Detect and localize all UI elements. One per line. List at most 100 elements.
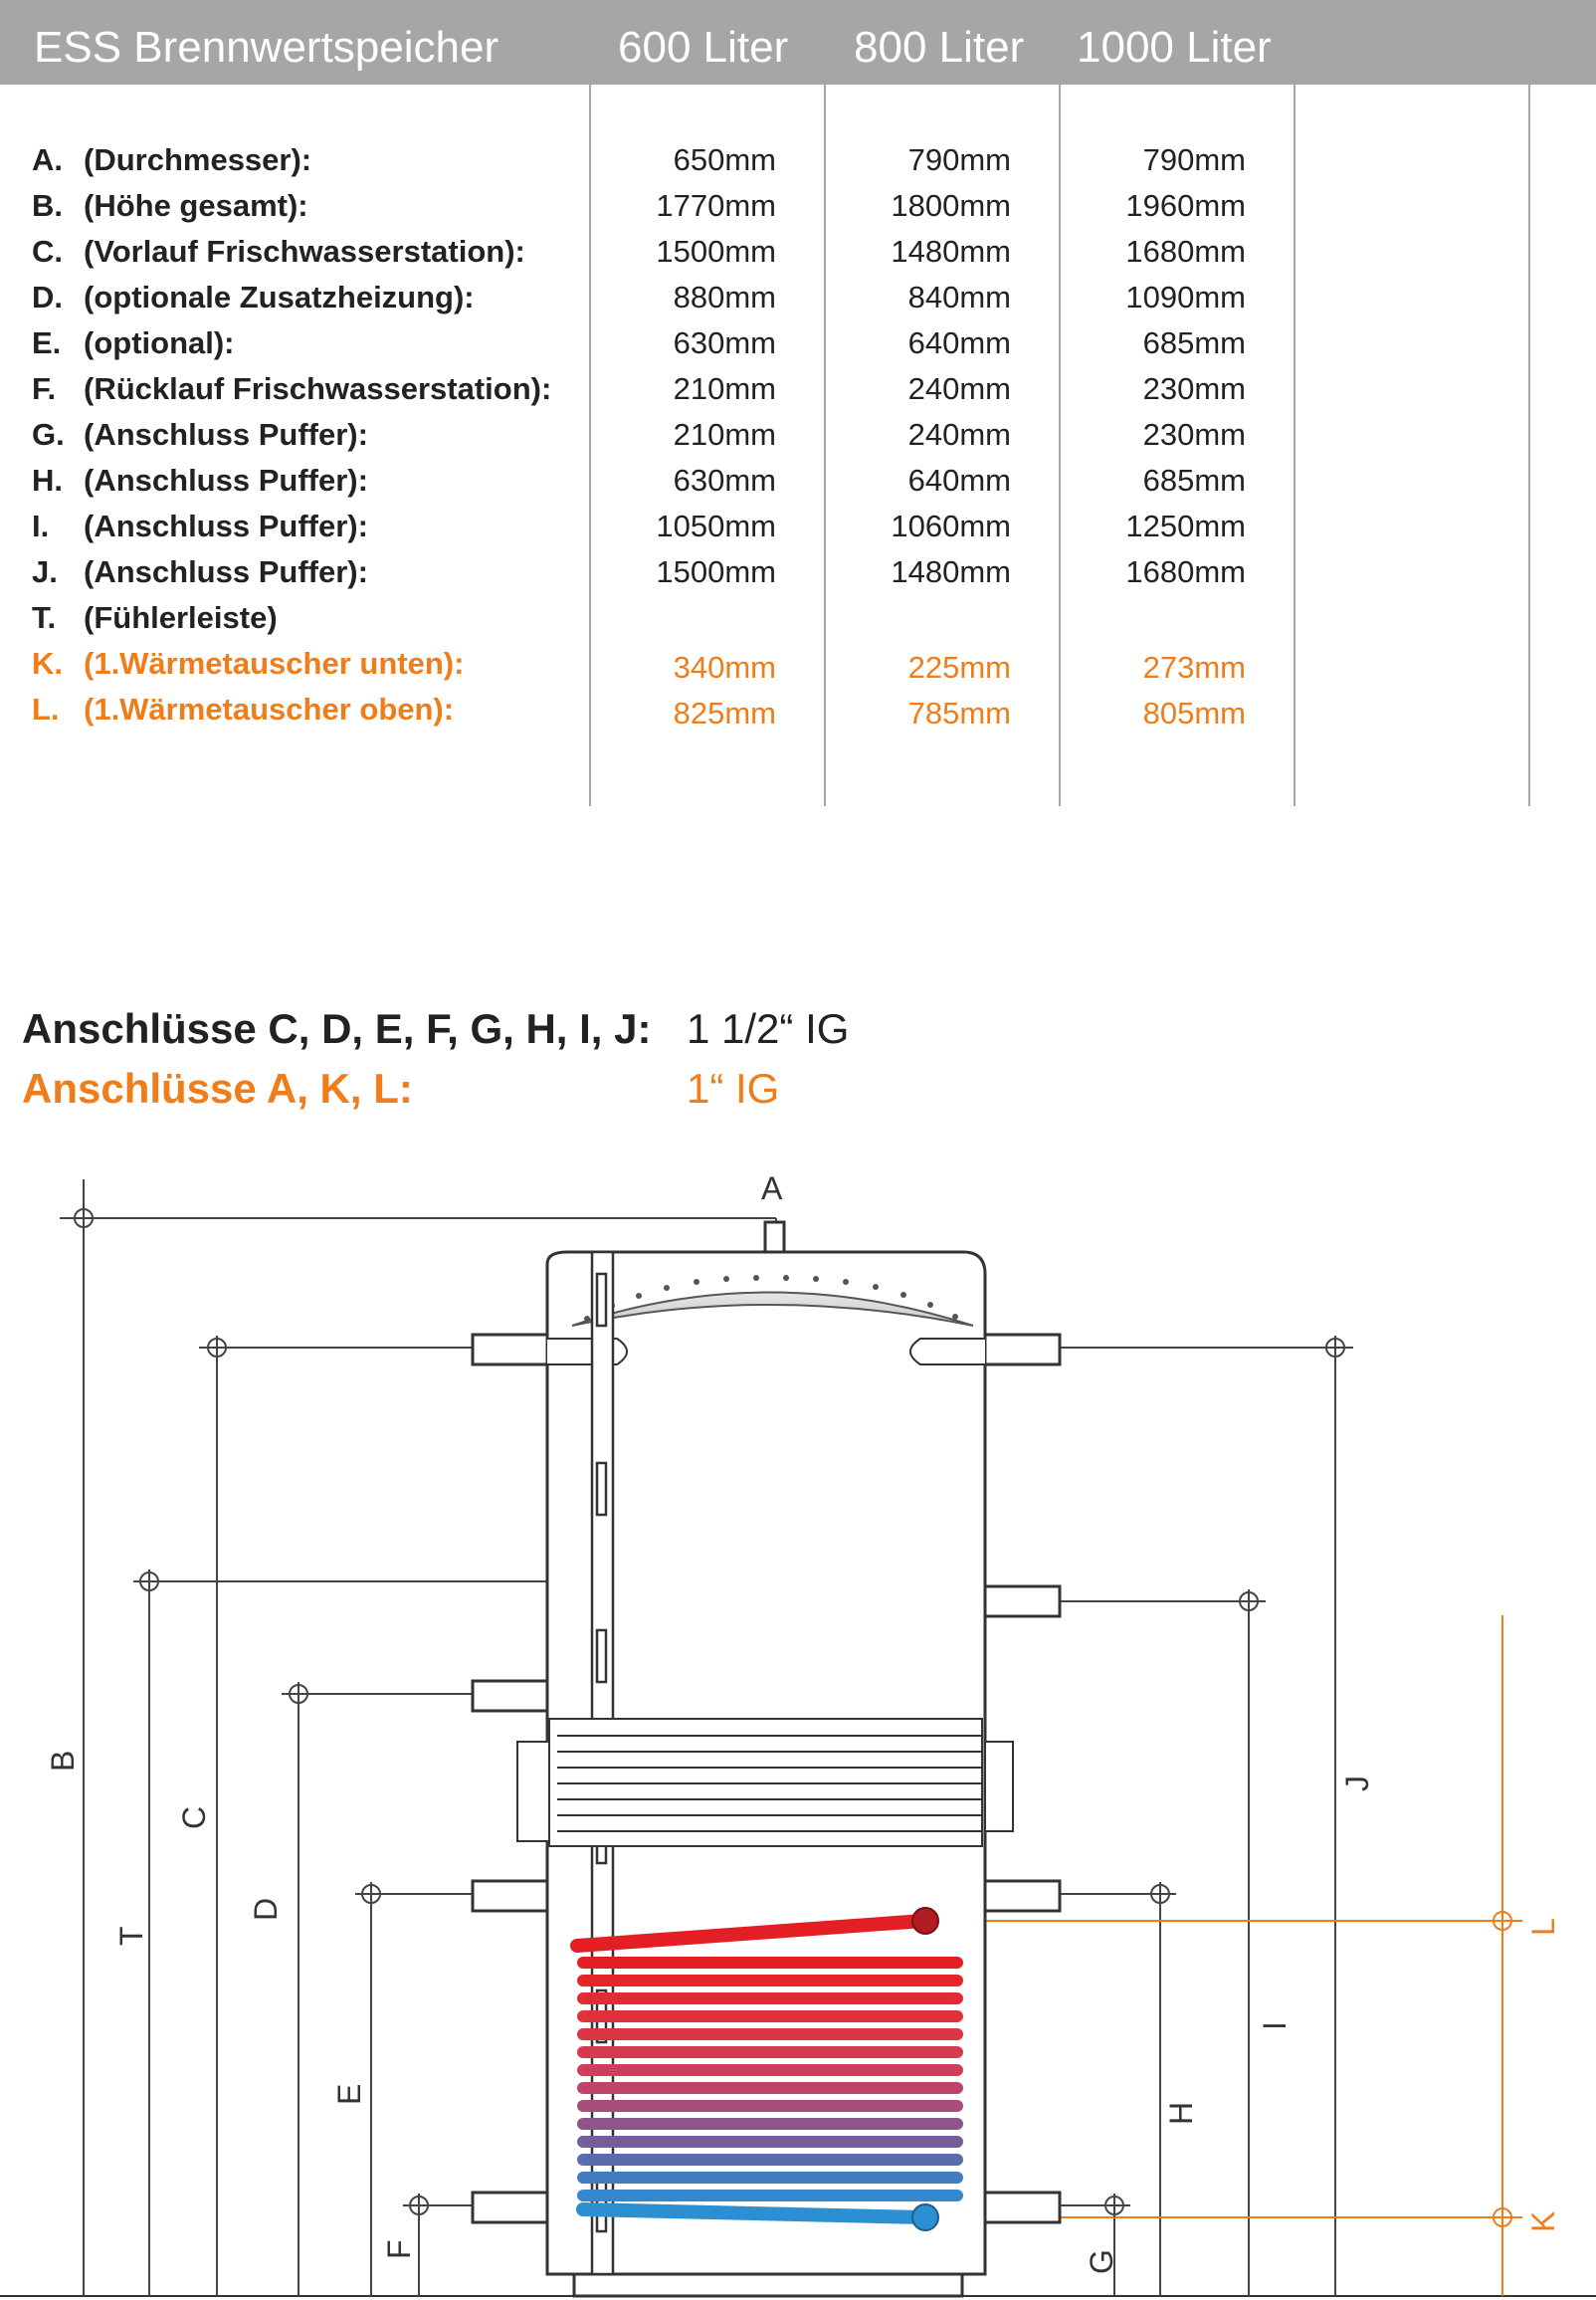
label-c: C [176,1806,212,1829]
value-1000: 685mm [1142,463,1246,498]
column-divider [1294,0,1296,806]
tank-dimension-drawing: A B T C D E F G H I J L K [0,1170,1596,2298]
row-label: (Anschluss Puffer): [84,417,368,452]
tank-dome [571,1291,974,1327]
connections-value-main: 1 1/2“ IG [687,1005,850,1052]
coil-dimension-markers [1491,1909,1514,2229]
row-label: (Höhe gesamt): [84,188,308,223]
table-row: K. (1.Wärmetauscher unten): 340mm 225mm 273m… [0,646,1294,692]
row-letter: H. [32,463,63,498]
label-l: L [1525,1918,1561,1936]
table-row: B. (Höhe gesamt): 1770mm 1800mm 1960mm [0,188,1294,234]
value-800: 840mm [907,280,1011,314]
value-600: 1500mm [656,554,776,589]
label-b: B [45,1751,81,1772]
row-letter: I. [32,509,50,543]
dimension-markers [72,1206,1347,2217]
value-1000: 273mm [1142,650,1246,685]
row-letter: K. [32,646,63,681]
row-letter: G. [32,417,65,452]
row-letter: D. [32,280,63,314]
value-800: 640mm [907,463,1011,498]
value-1000: 685mm [1142,325,1246,360]
connections-label-main: Anschlüsse C, D, E, F, G, H, I, J: [22,1005,652,1052]
value-600: 630mm [673,325,776,360]
value-800: 1800mm [891,188,1011,223]
row-label: (Durchmesser): [84,142,312,177]
value-600: 1770mm [656,188,776,223]
table-row: T. (Fühlerleiste) [0,600,1294,646]
coil-inlet-hot [911,1907,939,1935]
label-f: F [381,2239,417,2259]
value-600: 650mm [673,142,776,177]
row-letter: C. [32,234,63,269]
row-label: (Anschluss Puffer): [84,509,368,543]
value-1000: 230mm [1142,371,1246,406]
column-divider [1059,0,1061,806]
header-1000-liter: 1000 Liter [1077,23,1272,72]
label-d: D [248,1898,284,1921]
label-g: G [1084,2249,1119,2274]
label-h: H [1163,2102,1199,2125]
value-1000: 790mm [1142,142,1246,177]
value-800: 225mm [907,650,1011,685]
row-letter: L. [32,692,60,727]
value-1000: 1680mm [1125,554,1246,589]
row-letter: T. [32,600,57,635]
value-600: 210mm [673,417,776,452]
value-600: 1500mm [656,234,776,269]
value-800: 1480mm [891,554,1011,589]
aux-heater [516,1718,1014,1847]
dome-bolts [584,1275,958,1322]
label-t: T [113,1926,149,1946]
value-600: 210mm [673,371,776,406]
row-label: (1.Wärmetauscher oben): [84,692,455,727]
column-divider [589,0,591,806]
label-i: I [1257,2021,1293,2030]
row-letter: B. [32,188,63,223]
value-1000: 1090mm [1125,280,1246,314]
value-800: 640mm [907,325,1011,360]
row-letter: A. [32,142,63,177]
value-600: 340mm [673,650,776,685]
connections-label-accent: Anschlüsse A, K, L: [22,1065,413,1112]
table-row: C. (Vorlauf Frischwasserstation): 1500mm 14… [0,234,1294,280]
table-row: G. (Anschluss Puffer): 210mm 240mm 230mm [0,417,1294,463]
row-label: (optional): [84,325,235,360]
value-800: 240mm [907,371,1011,406]
coil-outlet-cold [911,2203,939,2231]
row-letter: J. [32,554,58,589]
connections-value-accent: 1“ IG [687,1065,780,1112]
header-title: ESS Brennwertspeicher [34,23,499,72]
value-800: 1480mm [891,234,1011,269]
inlet-pipe-right [909,1338,985,1365]
header-600-liter: 600 Liter [618,23,789,72]
value-1000: 1250mm [1125,509,1246,543]
label-e: E [331,2084,367,2105]
value-1000: 230mm [1142,417,1246,452]
inlet-pipe-left [547,1338,628,1365]
value-800: 240mm [907,417,1011,452]
row-label: (Anschluss Puffer): [84,463,368,498]
value-1000: 1960mm [1125,188,1246,223]
label-a: A [761,1170,783,1206]
value-600: 880mm [673,280,776,314]
header-800-liter: 800 Liter [854,23,1025,72]
row-label: (Fühlerleiste) [84,600,278,635]
value-800: 1060mm [891,509,1011,543]
row-label: (Vorlauf Frischwasserstation): [84,234,525,269]
table-header: ESS Brennwertspeicher 600 Liter 800 Lite… [0,0,1596,85]
column-divider [1528,0,1530,806]
column-divider [824,0,826,806]
row-label: (1.Wärmetauscher unten): [84,646,465,681]
value-1000: 805mm [1142,696,1246,731]
label-j: J [1339,1776,1375,1791]
